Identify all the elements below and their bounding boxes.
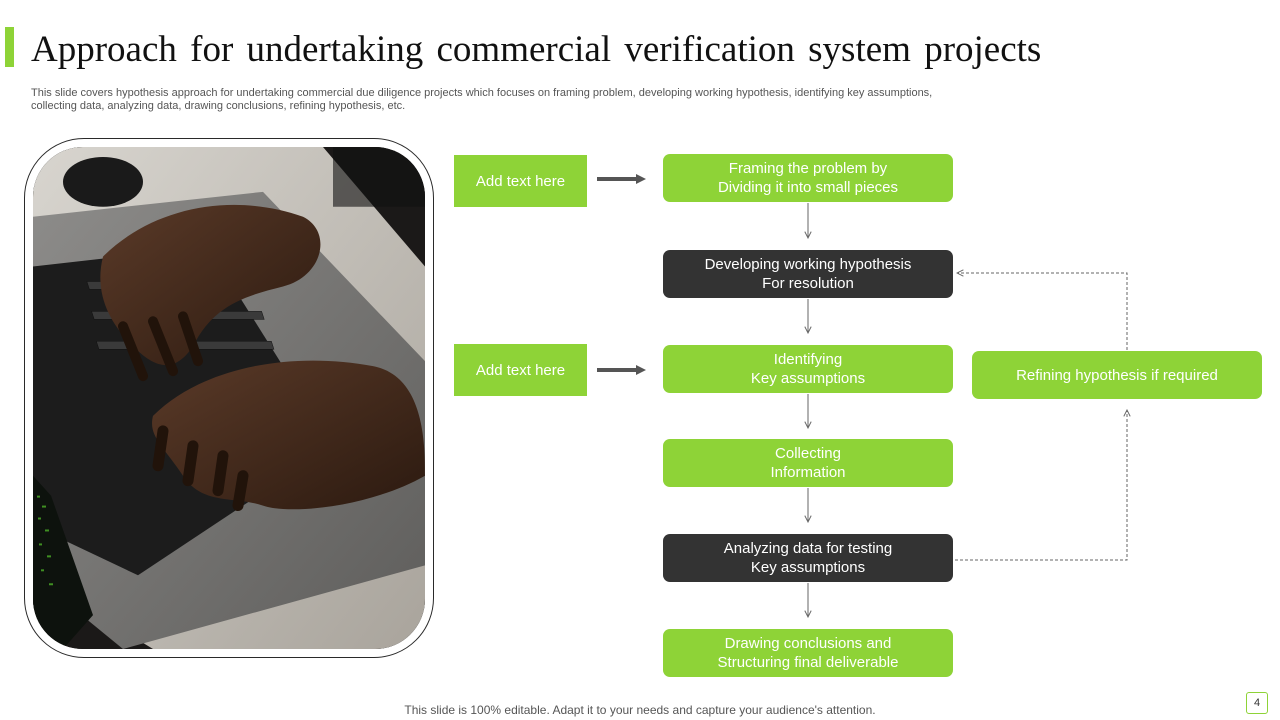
feedback-arrow-return xyxy=(957,273,1128,350)
slide-footer: This slide is 100% editable. Adapt it to… xyxy=(404,703,876,717)
side-label-2-text: Add text here xyxy=(475,361,566,379)
step-identifying-assumptions-text: Identifying Key assumptions xyxy=(750,351,866,387)
step-framing-problem-text: Framing the problem by Dividing it into … xyxy=(717,160,899,196)
step-collecting-information: Collecting Information xyxy=(663,439,953,487)
feedback-refining-hypothesis: Refining hypothesis if required xyxy=(972,351,1262,399)
title-accent-bar xyxy=(5,27,14,67)
step-drawing-conclusions-text: Drawing conclusions and Structuring fina… xyxy=(717,635,899,671)
step-developing-hypothesis: Developing working hypothesis For resolu… xyxy=(663,250,953,298)
slide-subtitle: This slide covers hypothesis approach fo… xyxy=(31,87,933,112)
slide-title: Approach for undertaking commercial veri… xyxy=(31,29,1042,70)
laptop-photo-illustration xyxy=(33,147,425,649)
step-identifying-assumptions: Identifying Key assumptions xyxy=(663,345,953,393)
step-analyzing-data: Analyzing data for testing Key assumptio… xyxy=(663,534,953,582)
side-label-1-text: Add text here xyxy=(475,172,566,190)
laptop-typing-photo xyxy=(33,147,425,649)
step-collecting-information-text: Collecting Information xyxy=(770,445,846,481)
side-label-2: Add text here xyxy=(454,344,587,396)
side-label-1: Add text here xyxy=(454,155,587,207)
page-number: 4 xyxy=(1246,692,1268,714)
photo-frame xyxy=(24,138,434,658)
side-arrow-2 xyxy=(597,365,646,375)
step-developing-hypothesis-text: Developing working hypothesis For resolu… xyxy=(704,256,912,292)
step-framing-problem: Framing the problem by Dividing it into … xyxy=(663,154,953,202)
feedback-arrow-up xyxy=(955,410,1127,561)
side-arrow-1 xyxy=(597,174,646,184)
step-analyzing-data-text: Analyzing data for testing Key assumptio… xyxy=(723,540,893,576)
step-drawing-conclusions: Drawing conclusions and Structuring fina… xyxy=(663,629,953,677)
feedback-refining-hypothesis-text: Refining hypothesis if required xyxy=(1016,366,1218,384)
